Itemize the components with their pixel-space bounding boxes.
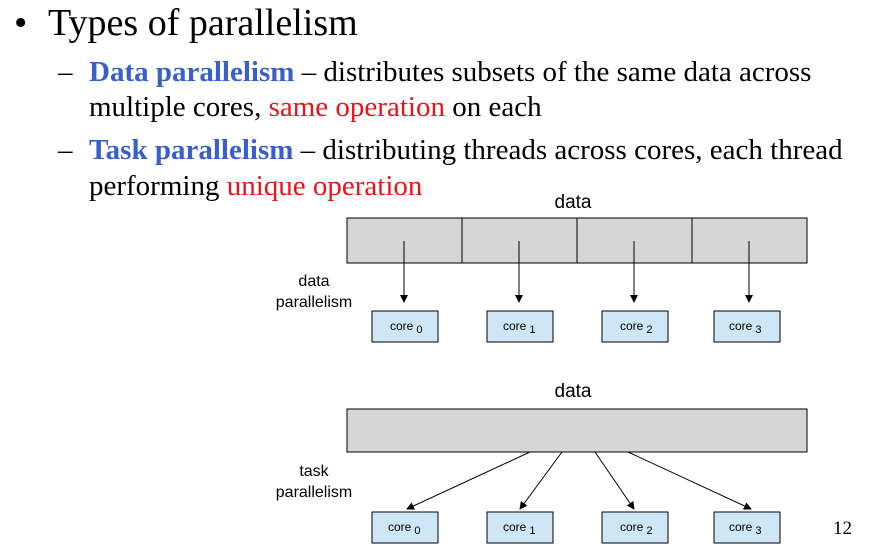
task-parallelism-term: Task parallelism [89, 134, 294, 166]
core-name: core [503, 319, 527, 333]
core-index: 0 [414, 525, 420, 537]
core-name: core [729, 319, 753, 333]
page-number: 12 [833, 518, 852, 539]
core-index: 3 [755, 525, 761, 537]
data-label-bottom: data [555, 381, 592, 402]
core-name: core [388, 520, 412, 534]
core-index: 2 [646, 324, 652, 336]
title-text: Types of parallelism [48, 2, 358, 44]
core-box-rect [371, 511, 439, 544]
core-index: 1 [529, 324, 535, 336]
arrow [519, 451, 563, 510]
dash-glyph: – [58, 134, 73, 166]
core-index: 3 [755, 324, 761, 336]
core-box-rect [713, 511, 781, 544]
data-parallelism-desc-3: on each [444, 91, 542, 123]
task-parallelism-line-1: Task parallelism – distributing threads … [89, 133, 843, 167]
data-parallelism-term: Data parallelism [89, 56, 295, 88]
core-box-rect [486, 310, 554, 343]
core-name: core [503, 520, 527, 534]
core-box-rect [601, 511, 669, 544]
task-parallelism-label-1: task [299, 463, 329, 480]
unique-operation-highlight: unique operation [226, 170, 423, 202]
data-array-single [346, 408, 808, 453]
data-parallelism-desc: – distributes subsets of the same data a… [294, 56, 812, 88]
data-parallelism-label-1: data [298, 273, 329, 290]
dash-glyph: – [58, 56, 73, 88]
core-name: core [390, 319, 414, 333]
task-parallelism-desc: – distributing threads across cores, eac… [293, 134, 843, 166]
task-parallelism-desc-2: performing [89, 170, 227, 202]
task-parallelism-label-2: parallelism [276, 484, 352, 501]
task-parallelism-line-2: performing unique operation [89, 169, 422, 203]
core-name: core [729, 520, 753, 534]
core-name: core [620, 319, 644, 333]
data-parallelism-desc-2: multiple cores, [89, 91, 269, 123]
core-box-rect [371, 310, 439, 343]
arrow [406, 451, 531, 510]
core-name: core [620, 520, 644, 534]
core-index: 0 [416, 324, 422, 336]
data-parallelism-line-1: Data parallelism – distributes subsets o… [89, 55, 811, 89]
core-box-rect [713, 310, 781, 343]
data-parallelism-label-2: parallelism [276, 294, 352, 311]
arrow [594, 451, 635, 510]
slide-title: • Types of parallelism [14, 2, 358, 44]
data-array-segmented [346, 217, 808, 264]
core-box-rect [486, 511, 554, 544]
core-index: 2 [646, 525, 652, 537]
core-index: 1 [529, 525, 535, 537]
core-box-rect [601, 310, 669, 343]
same-operation-highlight: same operation [268, 91, 445, 123]
arrow [627, 451, 752, 510]
data-parallelism-line-2: multiple cores, same operation on each [89, 90, 542, 124]
data-label-top: data [555, 192, 592, 213]
bullet-glyph: • [14, 2, 28, 44]
